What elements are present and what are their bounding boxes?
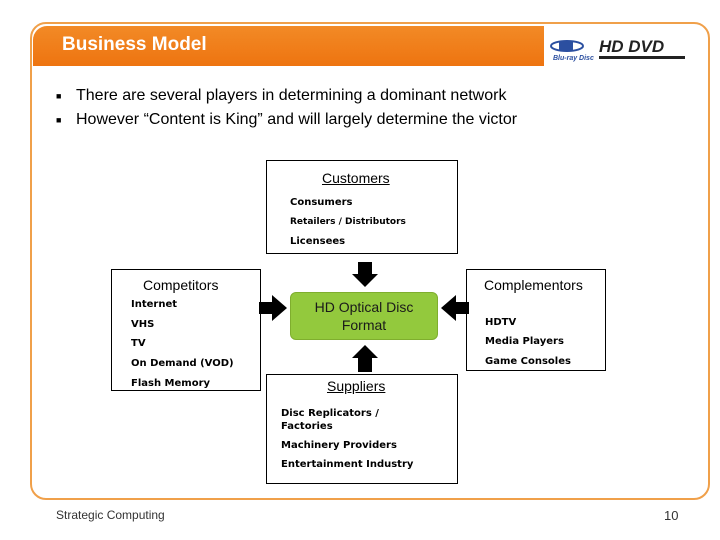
competitors-item: Internet xyxy=(131,299,178,310)
suppliers-title: Suppliers xyxy=(327,378,386,394)
center-label: HD Optical Disc Format xyxy=(314,299,414,333)
complementors-item: Media Players xyxy=(485,336,564,347)
footer-text: Strategic Computing xyxy=(56,508,165,522)
suppliers-item: Machinery Providers xyxy=(281,440,397,451)
competitors-item: VHS xyxy=(131,319,155,330)
slide-frame xyxy=(30,22,710,500)
customers-box xyxy=(266,160,458,254)
complementors-item: HDTV xyxy=(485,317,517,328)
customers-item: Retailers / Distributors xyxy=(290,217,406,227)
bluray-disc-logo: Blu-ray Disc xyxy=(550,40,594,62)
complementors-box xyxy=(466,269,606,371)
competitors-item: Flash Memory xyxy=(131,378,211,389)
bullet-icon: ■ xyxy=(56,115,62,125)
competitors-title: Competitors xyxy=(143,277,219,293)
suppliers-item: Entertainment Industry xyxy=(281,459,414,470)
center-box: HD Optical Disc Format xyxy=(290,292,438,340)
bullet-list: ■There are several players in determinin… xyxy=(56,84,517,132)
competitors-item: On Demand (VOD) xyxy=(131,358,234,369)
customers-title: Customers xyxy=(322,170,390,186)
bluray-logo-text: Blu-ray Disc xyxy=(553,55,594,62)
complementors-title: Complementors xyxy=(484,277,583,293)
competitors-item: TV xyxy=(131,338,146,349)
customers-item: Licensees xyxy=(290,236,346,247)
complementors-item: Game Consoles xyxy=(485,356,571,367)
competitors-box xyxy=(111,269,261,391)
hd-dvd-logo: HD DVD xyxy=(599,37,685,59)
slide-title: Business Model xyxy=(62,34,207,55)
customers-item: Consumers xyxy=(290,197,353,208)
suppliers-item: Disc Replicators / Factories xyxy=(281,408,379,432)
bullet-item: ■There are several players in determinin… xyxy=(56,87,507,104)
bullet-icon: ■ xyxy=(56,91,62,101)
hd-dvd-logo-text: HD DVD xyxy=(599,37,664,56)
title-bar xyxy=(33,26,544,66)
page-number: 10 xyxy=(664,508,679,523)
bullet-item: ■However “Content is King” and will larg… xyxy=(56,111,518,128)
suppliers-box xyxy=(266,374,458,484)
logos: Blu-ray Disc HD DVD xyxy=(550,37,685,62)
